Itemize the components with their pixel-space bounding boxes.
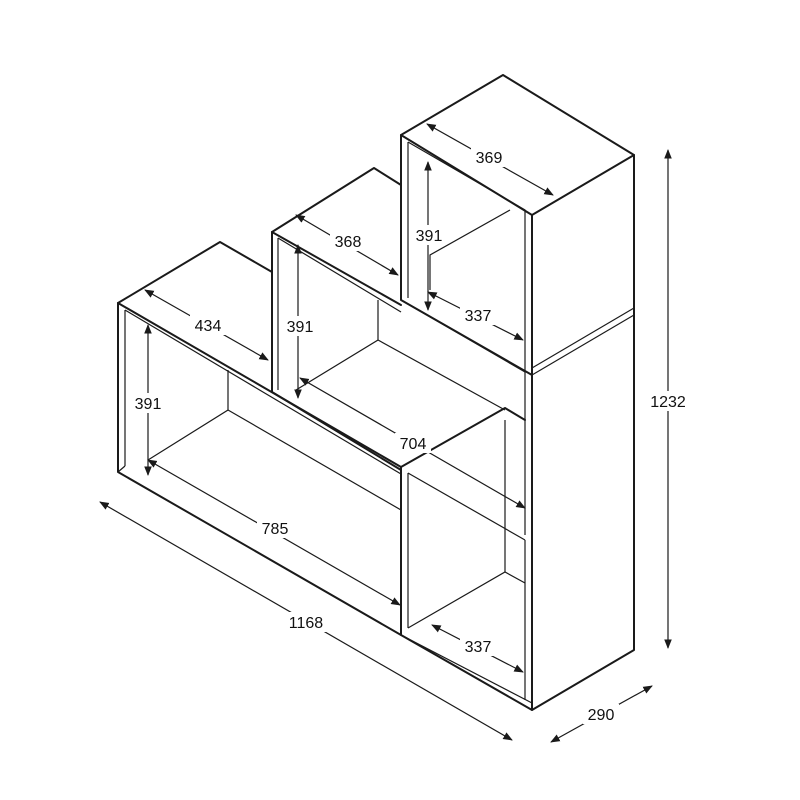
dimension-labels: 369 391 337 368 391 434 391 704 785 1168… [132, 147, 690, 724]
label-1168: 1168 [289, 615, 324, 632]
label-391-mid: 391 [287, 319, 314, 336]
shelf-outline [117, 74, 635, 711]
label-391-left: 391 [135, 396, 162, 413]
label-369: 369 [476, 150, 503, 167]
label-434: 434 [195, 318, 222, 335]
label-704: 704 [400, 436, 427, 453]
label-785: 785 [262, 521, 289, 538]
label-337-bottom: 337 [465, 639, 492, 656]
label-290: 290 [588, 707, 615, 724]
label-368: 368 [335, 234, 362, 251]
label-391-top: 391 [416, 228, 443, 245]
label-337-top: 337 [465, 308, 492, 325]
label-1232: 1232 [650, 394, 686, 411]
dimension-lines [99, 123, 672, 743]
